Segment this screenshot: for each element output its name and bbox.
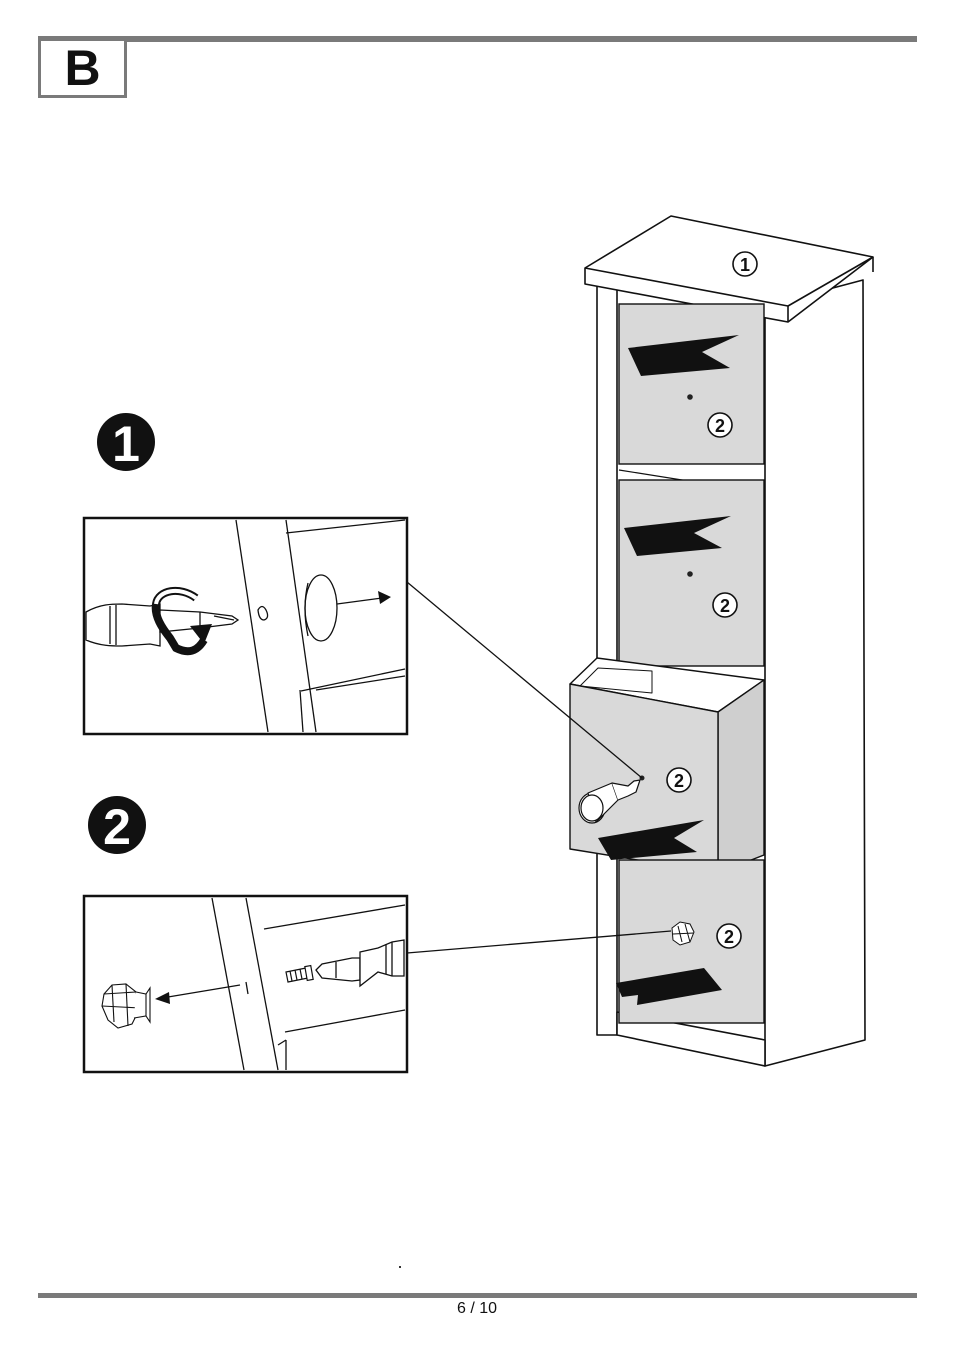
footer-rule [38, 1293, 917, 1298]
svg-text:2: 2 [715, 416, 725, 436]
part-label-top-panel: 1 [733, 252, 757, 276]
svg-text:2: 2 [724, 927, 734, 947]
drawer-4 [616, 860, 764, 1023]
part-label-drawer-4: 2 [717, 924, 741, 948]
drawer-1 [619, 304, 764, 464]
cabinet-right-side [765, 280, 865, 1066]
page-number: 6 / 10 [0, 1300, 954, 1318]
part-label-drawer-3: 2 [667, 768, 691, 792]
sub-step-1-number: 1 [112, 416, 140, 472]
sub-step-2-number: 2 [103, 799, 131, 855]
svg-text:2: 2 [720, 596, 730, 616]
part-label-drawer-2: 2 [713, 593, 737, 617]
drawer-2 [619, 480, 764, 666]
detail-box-2 [84, 896, 407, 1072]
drawer-3-open [570, 658, 764, 873]
part-label-drawer-1: 2 [708, 413, 732, 437]
sub-step-1-badge: 1 [97, 413, 155, 472]
svg-text:1: 1 [740, 255, 750, 275]
stray-mark [399, 1266, 401, 1268]
detail-box-1 [84, 518, 407, 734]
sub-step-2-badge: 2 [88, 796, 146, 855]
svg-text:2: 2 [674, 771, 684, 791]
knob-icon [672, 922, 694, 945]
